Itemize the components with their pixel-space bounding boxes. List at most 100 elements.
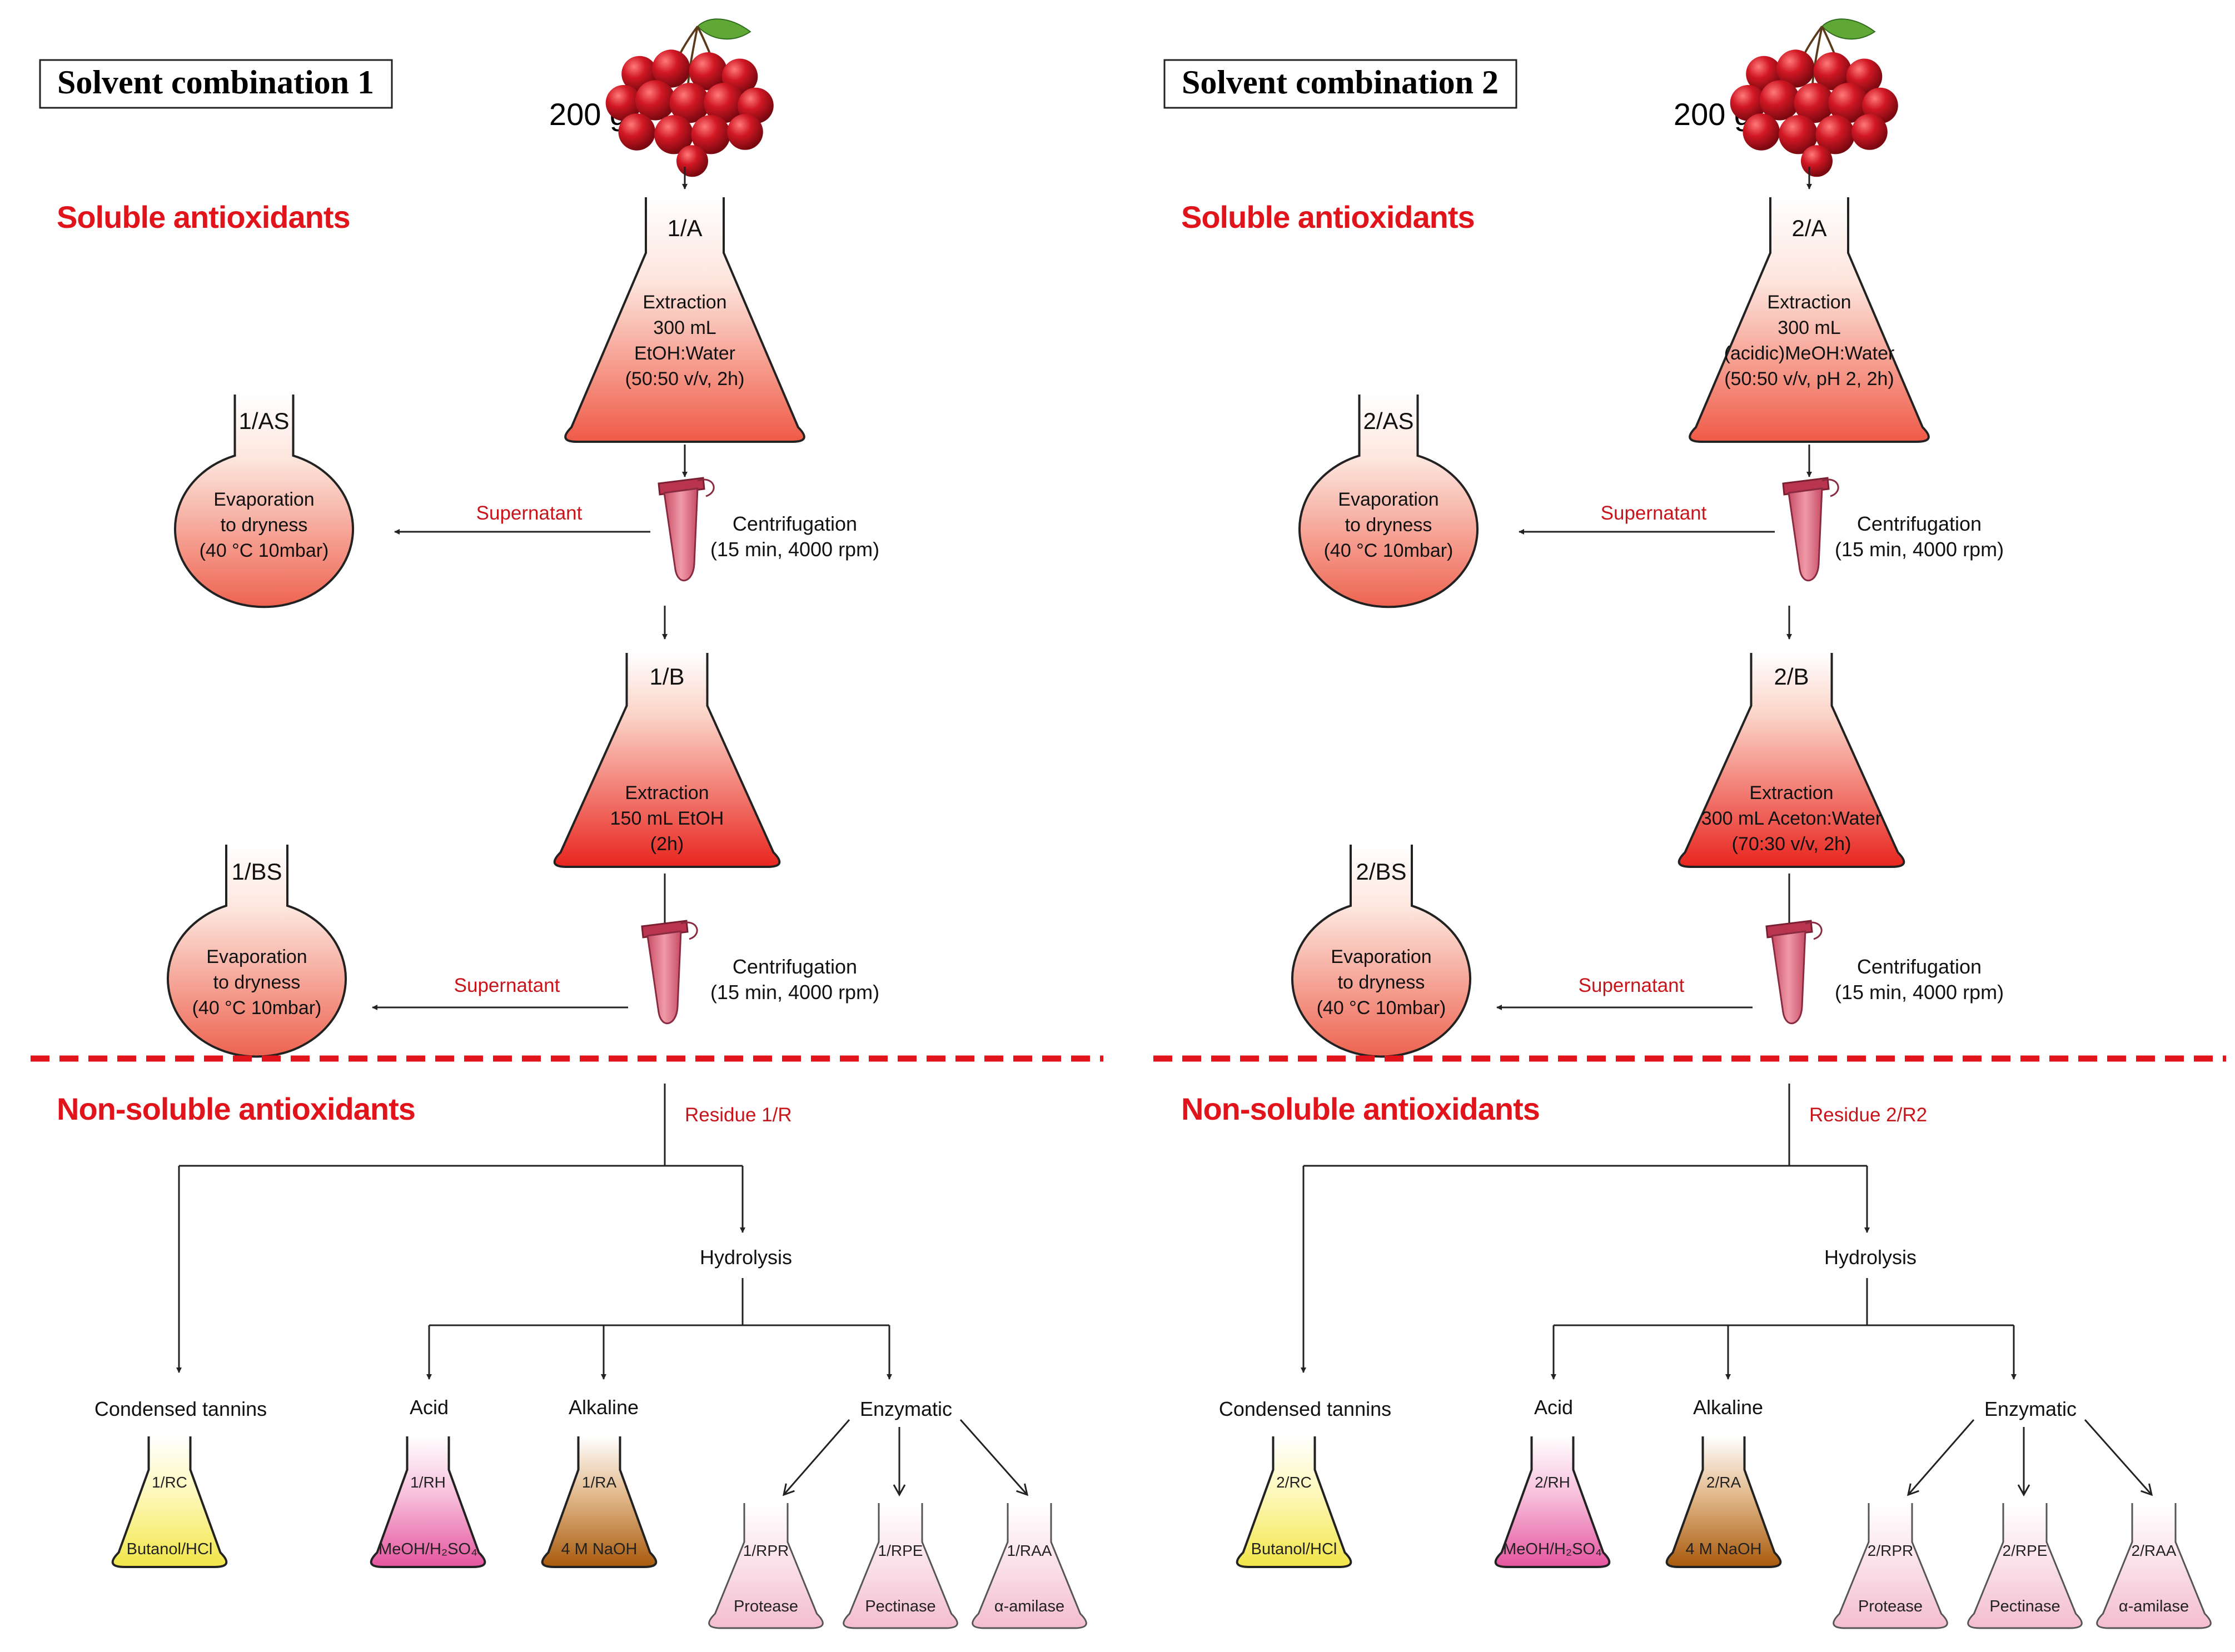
flask-b-text-line-3: (2h) bbox=[650, 834, 684, 855]
flask-as-text-line-1: Evaporation bbox=[1338, 489, 1438, 510]
flask-ra-code: 2/RA bbox=[1706, 1474, 1741, 1491]
flask-as-text-line-3: (40 °C 10mbar) bbox=[1324, 540, 1454, 561]
acid-label: Acid bbox=[1534, 1396, 1573, 1419]
centrifuge-tube-icon bbox=[641, 920, 698, 1025]
cherries-icon bbox=[1729, 18, 1899, 178]
flask-rh-code: 1/RH bbox=[410, 1474, 446, 1491]
centrifuge-tube-icon bbox=[658, 477, 715, 582]
erlenmeyer-flask-icon bbox=[1236, 1436, 1352, 1568]
flask-raa-reagent: α-amilase bbox=[2119, 1598, 2189, 1615]
centrifugation-1-line-1: Centrifugation bbox=[1857, 512, 1982, 535]
erlenmeyer-flask-icon bbox=[708, 1503, 824, 1629]
flask-ra-reagent: 4 M NaOH bbox=[561, 1540, 638, 1558]
centrifugation-1-line-1: Centrifugation bbox=[733, 512, 857, 535]
flask-rh-code: 2/RH bbox=[1535, 1474, 1570, 1491]
flask-ra-code: 1/RA bbox=[582, 1474, 617, 1491]
arrow-to-protease bbox=[782, 1419, 850, 1496]
title-box bbox=[1163, 59, 1517, 109]
centrifugation-2-line-1: Centrifugation bbox=[1857, 955, 1982, 978]
round-bottom-flask-icon bbox=[1298, 395, 1479, 608]
flask-bs-text-line-1: Evaporation bbox=[206, 946, 307, 967]
flask-ra-reagent: 4 M NaOH bbox=[1686, 1540, 1762, 1558]
flask-raa-code: 1/RAA bbox=[1007, 1542, 1052, 1559]
flask-b-text-line-1: Extraction bbox=[1749, 782, 1833, 803]
flask-a-text-line-4: (50:50 v/v, 2h) bbox=[625, 368, 745, 390]
round-bottom-flask-icon bbox=[1291, 845, 1471, 1058]
flask-bs-code: 1/BS bbox=[231, 859, 282, 885]
flask-rpe-code: 1/RPE bbox=[878, 1542, 923, 1559]
flask-rc-code: 2/RC bbox=[1276, 1474, 1312, 1491]
heading-nonsoluble-antioxidants: Non-soluble antioxidants bbox=[57, 1091, 415, 1126]
residue-label: Residue 2/R2 bbox=[1809, 1104, 1927, 1126]
flask-a-text-line-1: Extraction bbox=[1767, 292, 1851, 313]
panel-title: Solvent combination 1 bbox=[57, 64, 374, 101]
flask-rpe-code: 2/RPE bbox=[2003, 1542, 2048, 1559]
flask-as-text-line-2: to dryness bbox=[221, 515, 308, 536]
centrifuge-tube-icon bbox=[1765, 920, 1823, 1025]
erlenmeyer-flask-icon bbox=[2096, 1503, 2212, 1629]
cherries-icon bbox=[604, 18, 775, 178]
flask-b-code: 2/B bbox=[1774, 663, 1809, 690]
erlenmeyer-flask-icon bbox=[843, 1503, 958, 1629]
erlenmeyer-flask-icon bbox=[564, 197, 805, 443]
alkaline-label: Alkaline bbox=[1693, 1396, 1763, 1419]
erlenmeyer-flask-icon bbox=[1494, 1436, 1611, 1568]
erlenmeyer-flask-icon bbox=[370, 1436, 486, 1568]
flask-a-code: 2/A bbox=[1791, 215, 1826, 241]
hydrolysis-label: Hydrolysis bbox=[1824, 1246, 1917, 1269]
flask-as-text-line-3: (40 °C 10mbar) bbox=[200, 540, 329, 561]
supernatant-label-2: Supernatant bbox=[1579, 975, 1685, 996]
flask-rpr-code: 2/RPR bbox=[1868, 1542, 1913, 1559]
flask-bs-text-line-2: to dryness bbox=[213, 972, 301, 993]
centrifugation-1-line-2: (15 min, 4000 rpm) bbox=[710, 538, 879, 561]
flask-rpr-reagent: Protease bbox=[1858, 1598, 1923, 1615]
arrow-to-amilase bbox=[959, 1419, 1029, 1496]
flask-b-text-line-3: (70:30 v/v, 2h) bbox=[1732, 834, 1851, 855]
round-bottom-flask-icon bbox=[167, 845, 347, 1058]
supernatant-label-2: Supernatant bbox=[454, 975, 560, 996]
flask-bs-text-line-3: (40 °C 10mbar) bbox=[192, 997, 322, 1019]
erlenmeyer-flask-icon bbox=[541, 1436, 658, 1568]
flask-rpr-reagent: Protease bbox=[734, 1598, 798, 1615]
condensed-tannins-label: Condensed tannins bbox=[1219, 1398, 1391, 1420]
hydrolysis-label: Hydrolysis bbox=[700, 1246, 792, 1269]
flask-raa-reagent: α-amilase bbox=[994, 1598, 1064, 1615]
centrifugation-2-line-2: (15 min, 4000 rpm) bbox=[1835, 981, 2004, 1004]
flask-a-text-line-3: (acidic)MeOH:Water bbox=[1724, 343, 1895, 364]
flask-as-text-line-2: to dryness bbox=[1345, 515, 1432, 536]
erlenmeyer-flask-icon bbox=[1689, 197, 1930, 443]
erlenmeyer-flask-icon bbox=[1665, 1436, 1782, 1568]
heading-nonsoluble-antioxidants: Non-soluble antioxidants bbox=[1181, 1091, 1540, 1126]
erlenmeyer-flask-icon bbox=[553, 653, 781, 868]
flask-b-text-line-2: 150 mL EtOH bbox=[610, 808, 724, 829]
flask-a-text-line-2: 300 mL bbox=[653, 317, 716, 338]
flask-rc-reagent: Butanol/HCl bbox=[127, 1540, 213, 1558]
arrow-to-protease bbox=[1907, 1419, 1975, 1496]
flask-rh-reagent: MeOH/H₂SO₄ bbox=[379, 1540, 477, 1558]
flask-bs-text-line-3: (40 °C 10mbar) bbox=[1317, 997, 1446, 1019]
flask-as-code: 1/AS bbox=[238, 408, 289, 434]
flask-as-code: 2/AS bbox=[1363, 408, 1413, 434]
residue-label: Residue 1/R bbox=[685, 1104, 792, 1126]
flask-rc-reagent: Butanol/HCl bbox=[1251, 1540, 1337, 1558]
round-bottom-flask-icon bbox=[174, 395, 354, 608]
flask-b-text-line-1: Extraction bbox=[625, 782, 709, 803]
erlenmeyer-flask-icon bbox=[1678, 653, 1905, 868]
panel-title: Solvent combination 2 bbox=[1182, 64, 1499, 101]
centrifugation-1-line-2: (15 min, 4000 rpm) bbox=[1835, 538, 2004, 561]
flask-rpe-reagent: Pectinase bbox=[1989, 1598, 2060, 1615]
flask-a-code: 1/A bbox=[667, 215, 702, 241]
flask-as-text-line-1: Evaporation bbox=[213, 489, 314, 510]
enzymatic-label: Enzymatic bbox=[860, 1398, 952, 1420]
flask-a-text-line-1: Extraction bbox=[643, 292, 726, 313]
erlenmeyer-flask-icon bbox=[1967, 1503, 2083, 1629]
erlenmeyer-flask-icon bbox=[1833, 1503, 1948, 1629]
flask-rpr-code: 1/RPR bbox=[743, 1542, 789, 1559]
acid-label: Acid bbox=[410, 1396, 449, 1419]
supernatant-label-1: Supernatant bbox=[476, 502, 583, 524]
centrifugation-2-line-2: (15 min, 4000 rpm) bbox=[710, 981, 879, 1004]
title-box bbox=[39, 59, 393, 109]
